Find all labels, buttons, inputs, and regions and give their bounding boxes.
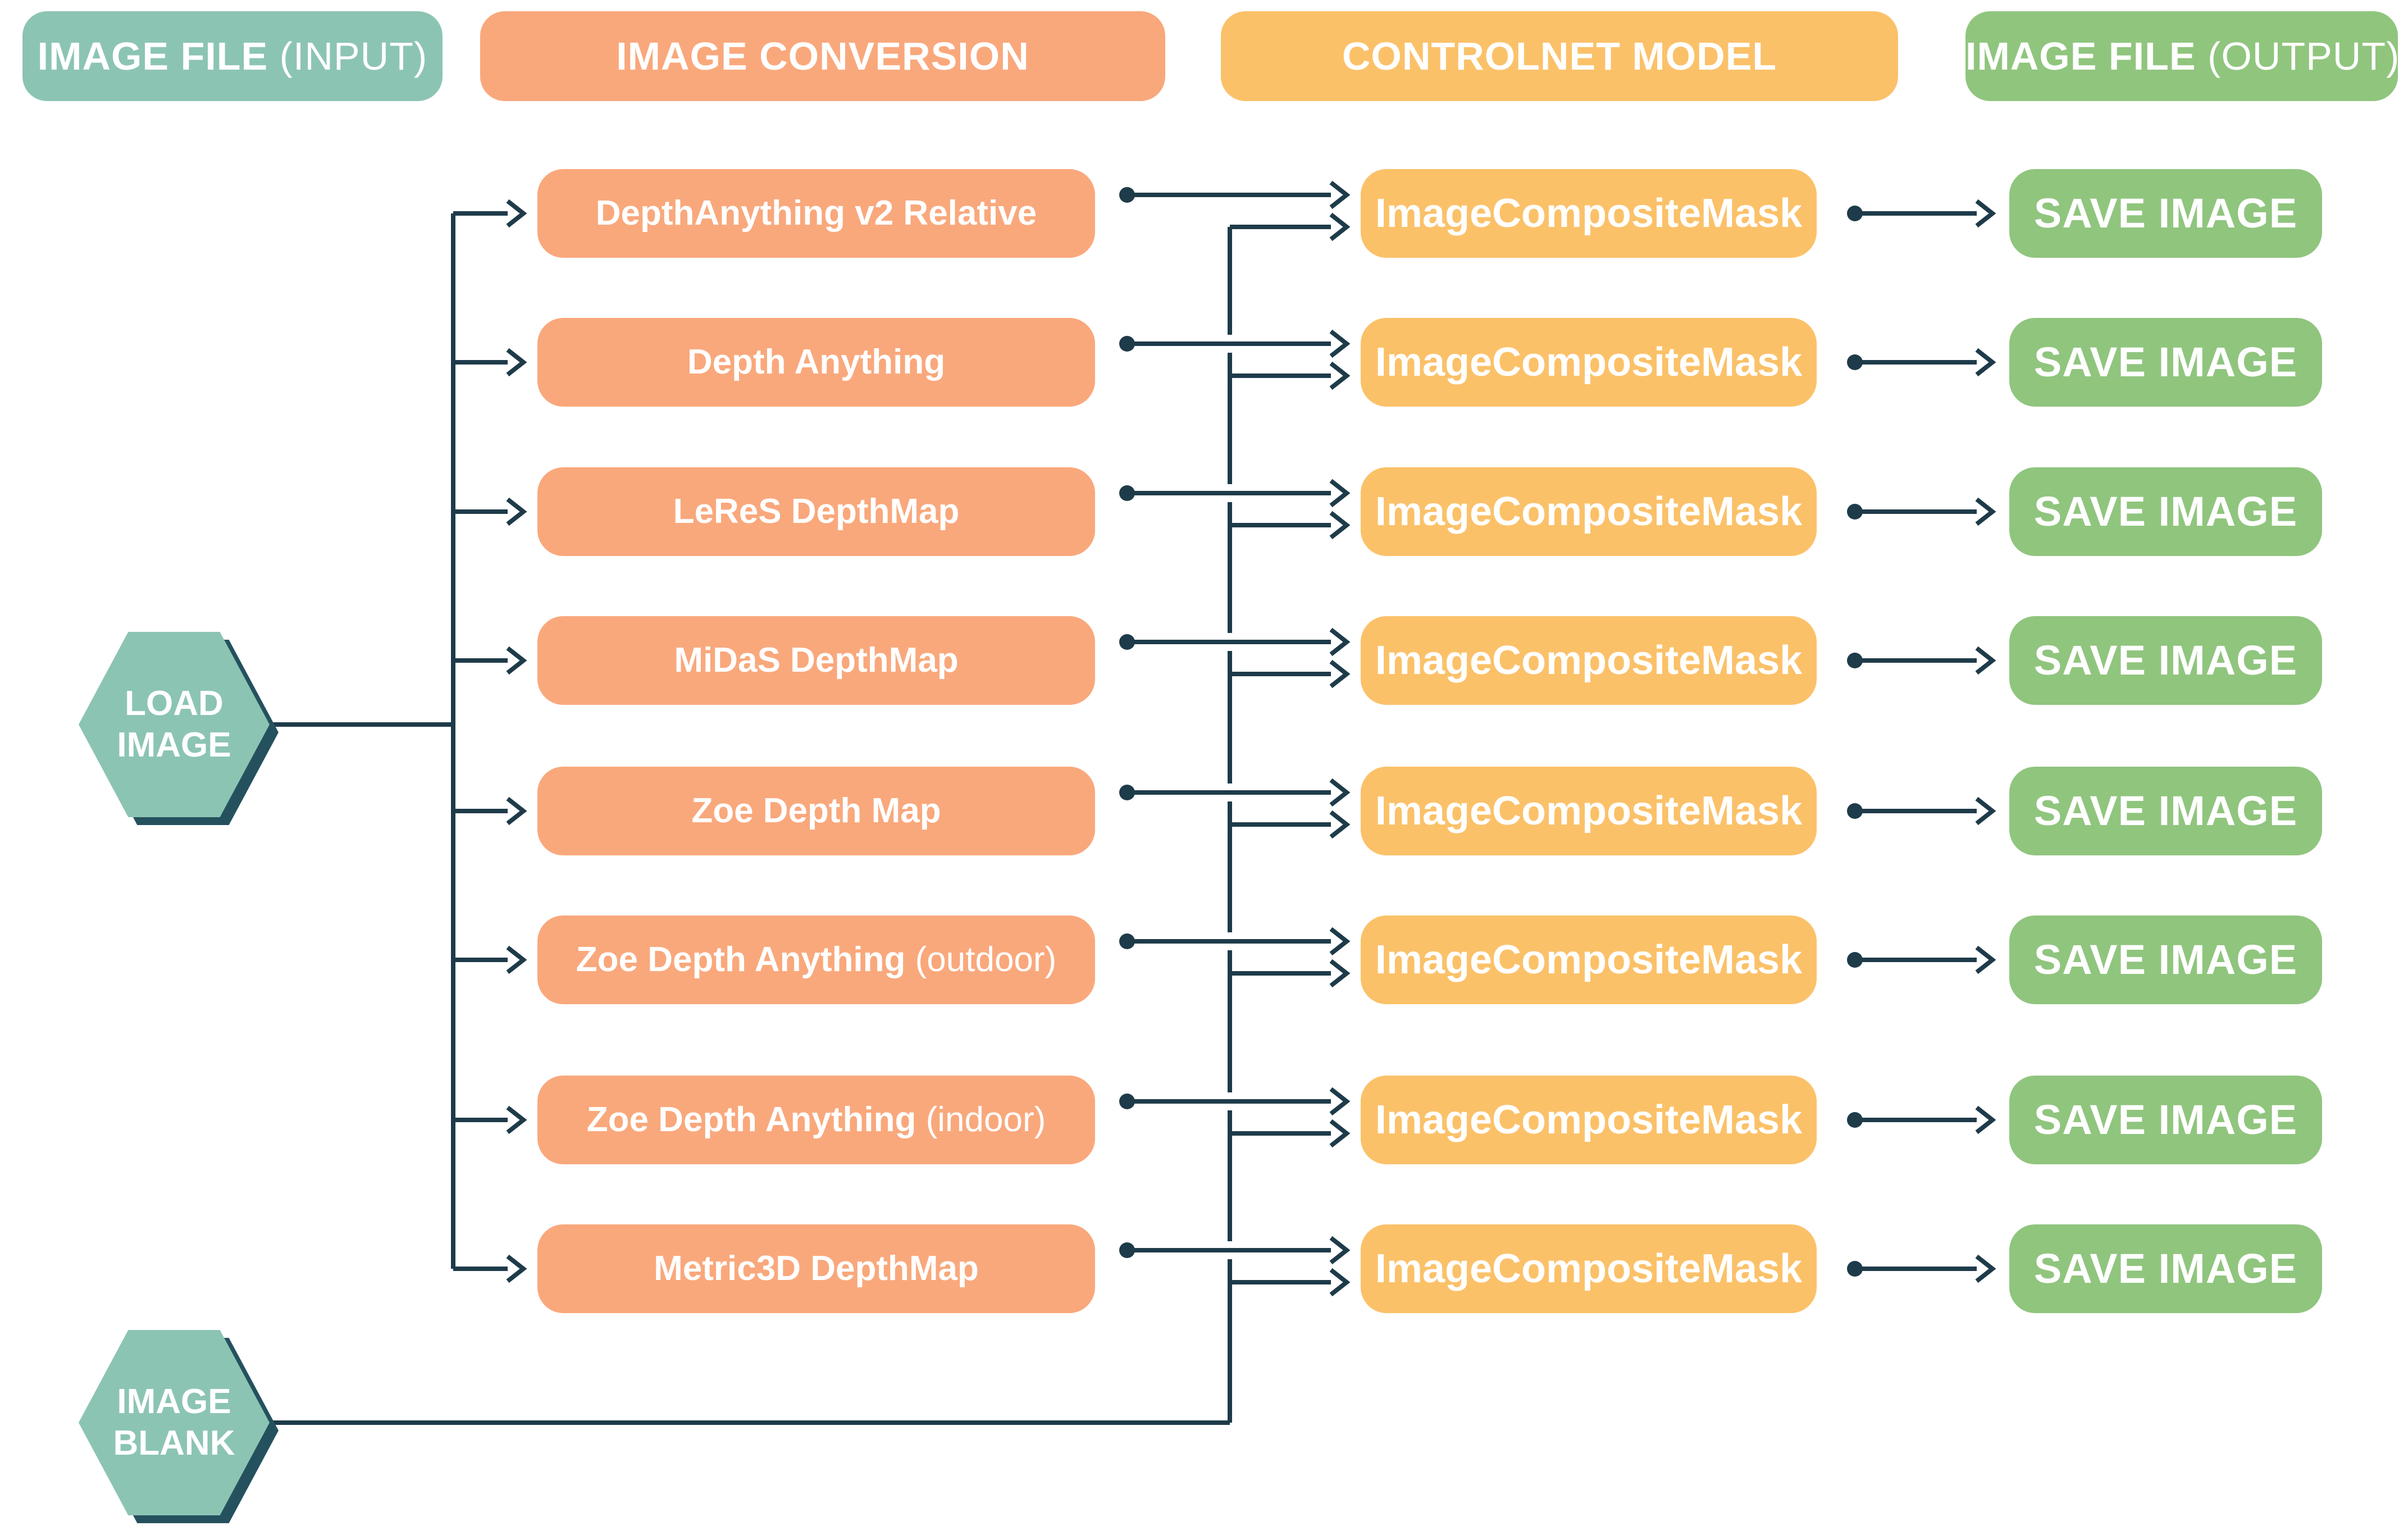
node-save-image-4: SAVE IMAGE [2009,616,2322,705]
node-conversion-6: Zoe Depth Anything (outdoor) [537,915,1095,1004]
header-label: IMAGE FILE [1965,34,2196,78]
header-label: CONTROLNET MODEL [1342,34,1777,78]
node-label: Zoe Depth Anything [576,940,906,979]
node-controlnet-8: ImageCompositeMask [1361,1224,1817,1313]
node-label: DepthAnything v2 Relative [595,194,1037,233]
hexagon-load-image: LOAD IMAGE [79,632,270,817]
node-save-image-7: SAVE IMAGE [2009,1076,2322,1164]
header-suffix: (INPUT) [268,34,428,78]
node-controlnet-2: ImageCompositeMask [1361,318,1817,407]
node-save-image-2: SAVE IMAGE [2009,318,2322,407]
header-image-file-output: IMAGE FILE (OUTPUT) [1965,11,2400,101]
node-controlnet-6: ImageCompositeMask [1361,915,1817,1004]
node-label-suffix: (outdoor) [905,940,1057,979]
hexagon-load-image-label: LOAD IMAGE [79,632,270,817]
node-controlnet-5: ImageCompositeMask [1361,767,1817,855]
node-controlnet-4: ImageCompositeMask [1361,616,1817,705]
node-save-image-1: SAVE IMAGE [2009,169,2322,258]
header-label: IMAGE CONVERSION [616,34,1029,78]
node-controlnet-1: ImageCompositeMask [1361,169,1817,258]
header-image-file-input: IMAGE FILE (INPUT) [22,11,443,101]
node-conversion-5: Zoe Depth Map [537,767,1095,855]
header-suffix: (OUTPUT) [2196,34,2400,78]
hexagon-image-blank-label: IMAGE BLANK [79,1330,270,1515]
node-label: LeReS DepthMap [673,492,960,531]
node-save-image-5: SAVE IMAGE [2009,767,2322,855]
node-conversion-7: Zoe Depth Anything (indoor) [537,1076,1095,1164]
header-image-conversion: IMAGE CONVERSION [480,11,1165,101]
node-conversion-2: Depth Anything [537,318,1095,407]
node-conversion-3: LeReS DepthMap [537,467,1095,556]
node-conversion-8: Metric3D DepthMap [537,1224,1095,1313]
node-label: MiDaS DepthMap [674,641,959,680]
node-save-image-8: SAVE IMAGE [2009,1224,2322,1313]
node-conversion-4: MiDaS DepthMap [537,616,1095,705]
header-controlnet-model: CONTROLNET MODEL [1221,11,1898,101]
header-label: IMAGE FILE [37,34,268,78]
node-save-image-6: SAVE IMAGE [2009,915,2322,1004]
node-label: Metric3D DepthMap [654,1249,979,1288]
node-label-suffix: (indoor) [916,1100,1046,1139]
node-label: Zoe Depth Map [691,791,941,830]
hexagon-image-blank: IMAGE BLANK [79,1330,270,1515]
node-save-image-3: SAVE IMAGE [2009,467,2322,556]
node-label: Zoe Depth Anything [586,1100,916,1139]
node-label: Depth Anything [687,343,946,381]
node-controlnet-3: ImageCompositeMask [1361,467,1817,556]
node-conversion-1: DepthAnything v2 Relative [537,169,1095,258]
node-controlnet-7: ImageCompositeMask [1361,1076,1817,1164]
